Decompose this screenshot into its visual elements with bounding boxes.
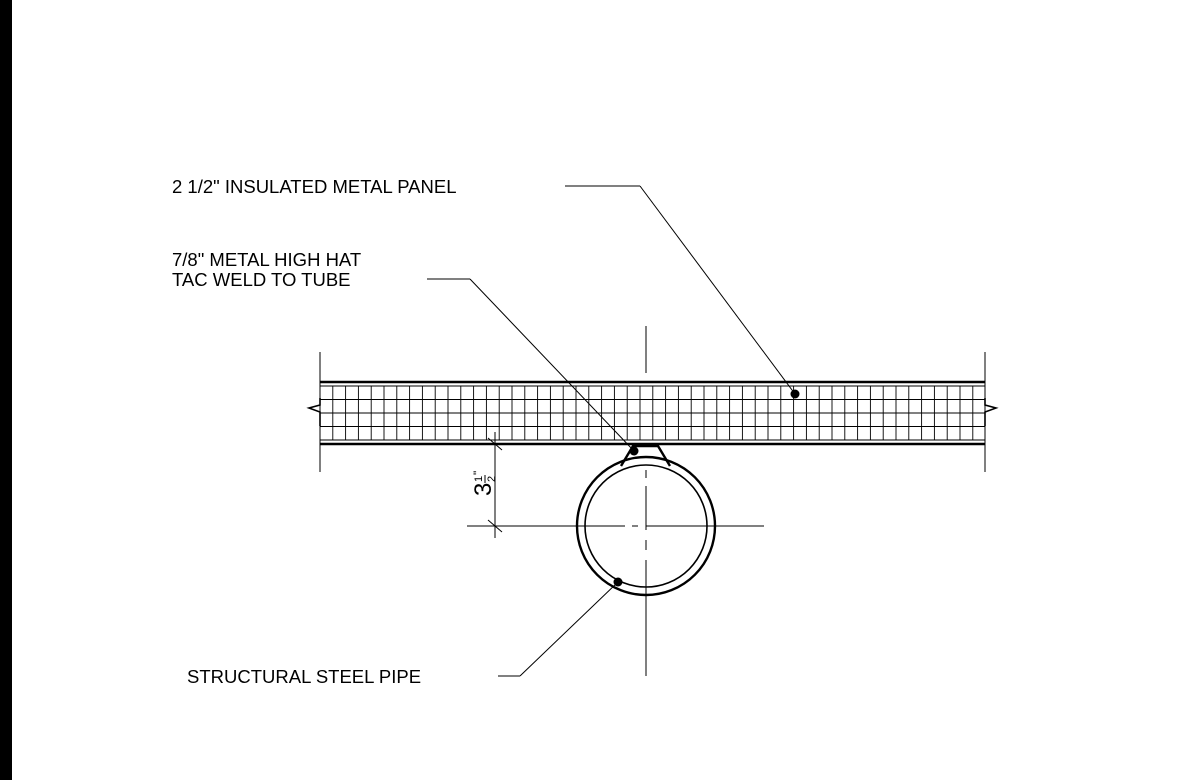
leader-panel-line [639, 185, 796, 395]
note-high-hat-line2: TAC WELD TO TUBE [172, 269, 351, 290]
dimension-3-1-2: 3 1 2 " [470, 432, 630, 538]
structural-steel-pipe [575, 455, 717, 597]
leader-panel [565, 185, 800, 399]
leader-hat-dot [629, 446, 639, 456]
insulated-metal-panel [320, 380, 985, 446]
dimension-tick-bottom [487, 519, 503, 533]
dimension-denominator: 2 [486, 476, 498, 482]
panel-insulation-hatch [320, 386, 985, 440]
dimension-whole: 3 [470, 483, 497, 496]
leader-pipe-dot [613, 577, 623, 587]
note-structural-steel-pipe: STRUCTURAL STEEL PIPE [187, 666, 421, 687]
dimension-tick-top [487, 437, 503, 451]
pipe-outer-wall [575, 455, 717, 597]
right-break-line [984, 398, 999, 426]
dimension-text: 3 1 2 " [470, 471, 498, 496]
sheet-border [0, 0, 12, 780]
leader-hat-line [469, 278, 635, 452]
note-high-hat-line1: 7/8" METAL HIGH HAT [172, 249, 361, 270]
dimension-numerator: 1 [473, 476, 485, 482]
note-insulated-metal-panel: 2 1/2" INSULATED METAL PANEL [172, 176, 457, 197]
leader-pipe-line [519, 581, 619, 677]
leader-high-hat [427, 278, 639, 456]
metal-high-hat [619, 444, 672, 467]
leader-pipe [498, 577, 623, 677]
pipe-inner-wall [584, 464, 708, 588]
left-break-line [306, 398, 321, 426]
leader-panel-dot [790, 389, 800, 399]
dimension-inch-mark: " [471, 471, 485, 475]
